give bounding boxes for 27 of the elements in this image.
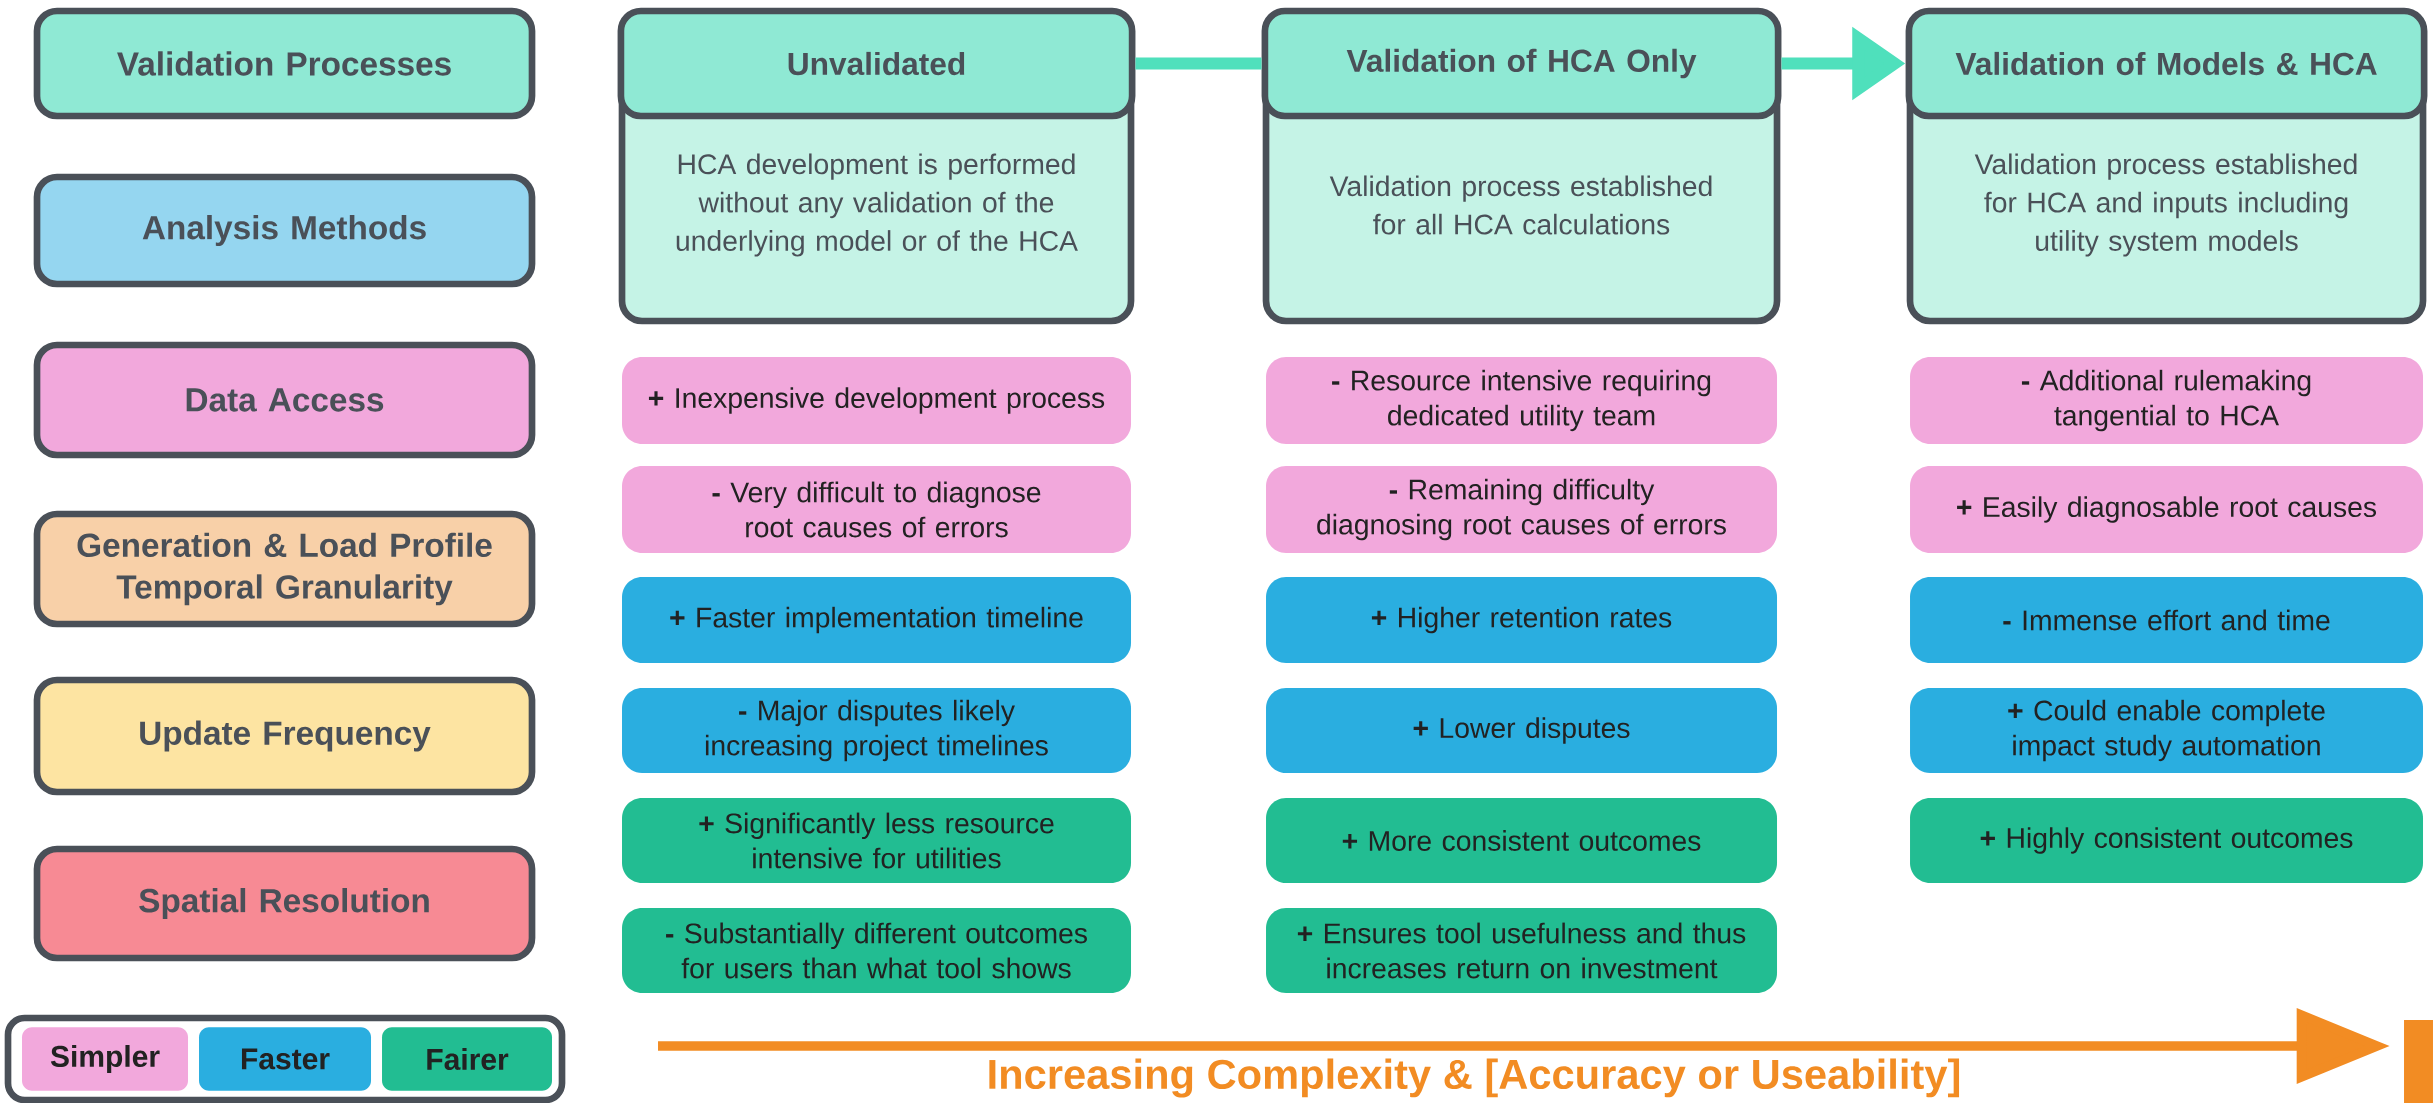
- pro-con-box: - Resource intensive requiring dedicated utility team: [1266, 357, 1777, 444]
- pro-con-box: - Major disputes likely increasing project timelines: [622, 688, 1131, 773]
- pro-con-box: + Highly consistent outcomes: [1910, 798, 2423, 883]
- category-box: Generation & Load Profile Temporal Granularity: [33, 510, 536, 628]
- pro-con-box: - Remaining difficulty diagnosing root causes of errors: [1266, 466, 1777, 553]
- process-column: Validation of Models & HCA Validation process established for HCA and inputs including utility system models: [1905, 7, 2428, 325]
- pro-con-box: - Substantially different outcomes for users than what tool shows: [622, 908, 1131, 993]
- category-box: Validation Processes: [33, 7, 536, 120]
- pro-con-box: + More consistent outcomes: [1266, 798, 1777, 883]
- pro-con-box: - Immense effort and time: [1910, 577, 2423, 663]
- direction-label: Increasing Complexity & [Accuracy or Useability]: [989, 1058, 1960, 1098]
- category-box: Spatial Resolution: [33, 845, 536, 962]
- category-box: Data Access: [33, 341, 536, 459]
- process-column: Validation of HCA Only Validation process established for all HCA calculations: [1261, 7, 1782, 325]
- pro-con-box: + Inexpensive development process: [622, 357, 1131, 444]
- pro-con-box: + Faster implementation timeline: [622, 577, 1131, 663]
- pro-con-box: + Significantly less resource intensive for utilities: [622, 798, 1131, 883]
- pro-con-box: + Ensures tool usefulness and thus increases return on investment: [1266, 908, 1777, 993]
- category-box: Update Frequency: [33, 676, 536, 796]
- pro-con-box: + Could enable complete impact study automation: [1910, 688, 2423, 773]
- pro-con-box: + Lower disputes: [1266, 688, 1777, 773]
- pro-con-box: - Additional rulemaking tangential to HCA: [1910, 357, 2423, 444]
- category-box: Analysis Methods: [33, 173, 536, 288]
- process-column: Unvalidated HCA development is performed without any validation of the underlying model or of the HCA: [617, 7, 1136, 325]
- pro-con-box: + Easily diagnosable root causes: [1910, 466, 2423, 553]
- pro-con-box: - Very difficult to diagnose root causes of errors: [622, 466, 1131, 553]
- pro-con-box: + Higher retention rates: [1266, 577, 1777, 663]
